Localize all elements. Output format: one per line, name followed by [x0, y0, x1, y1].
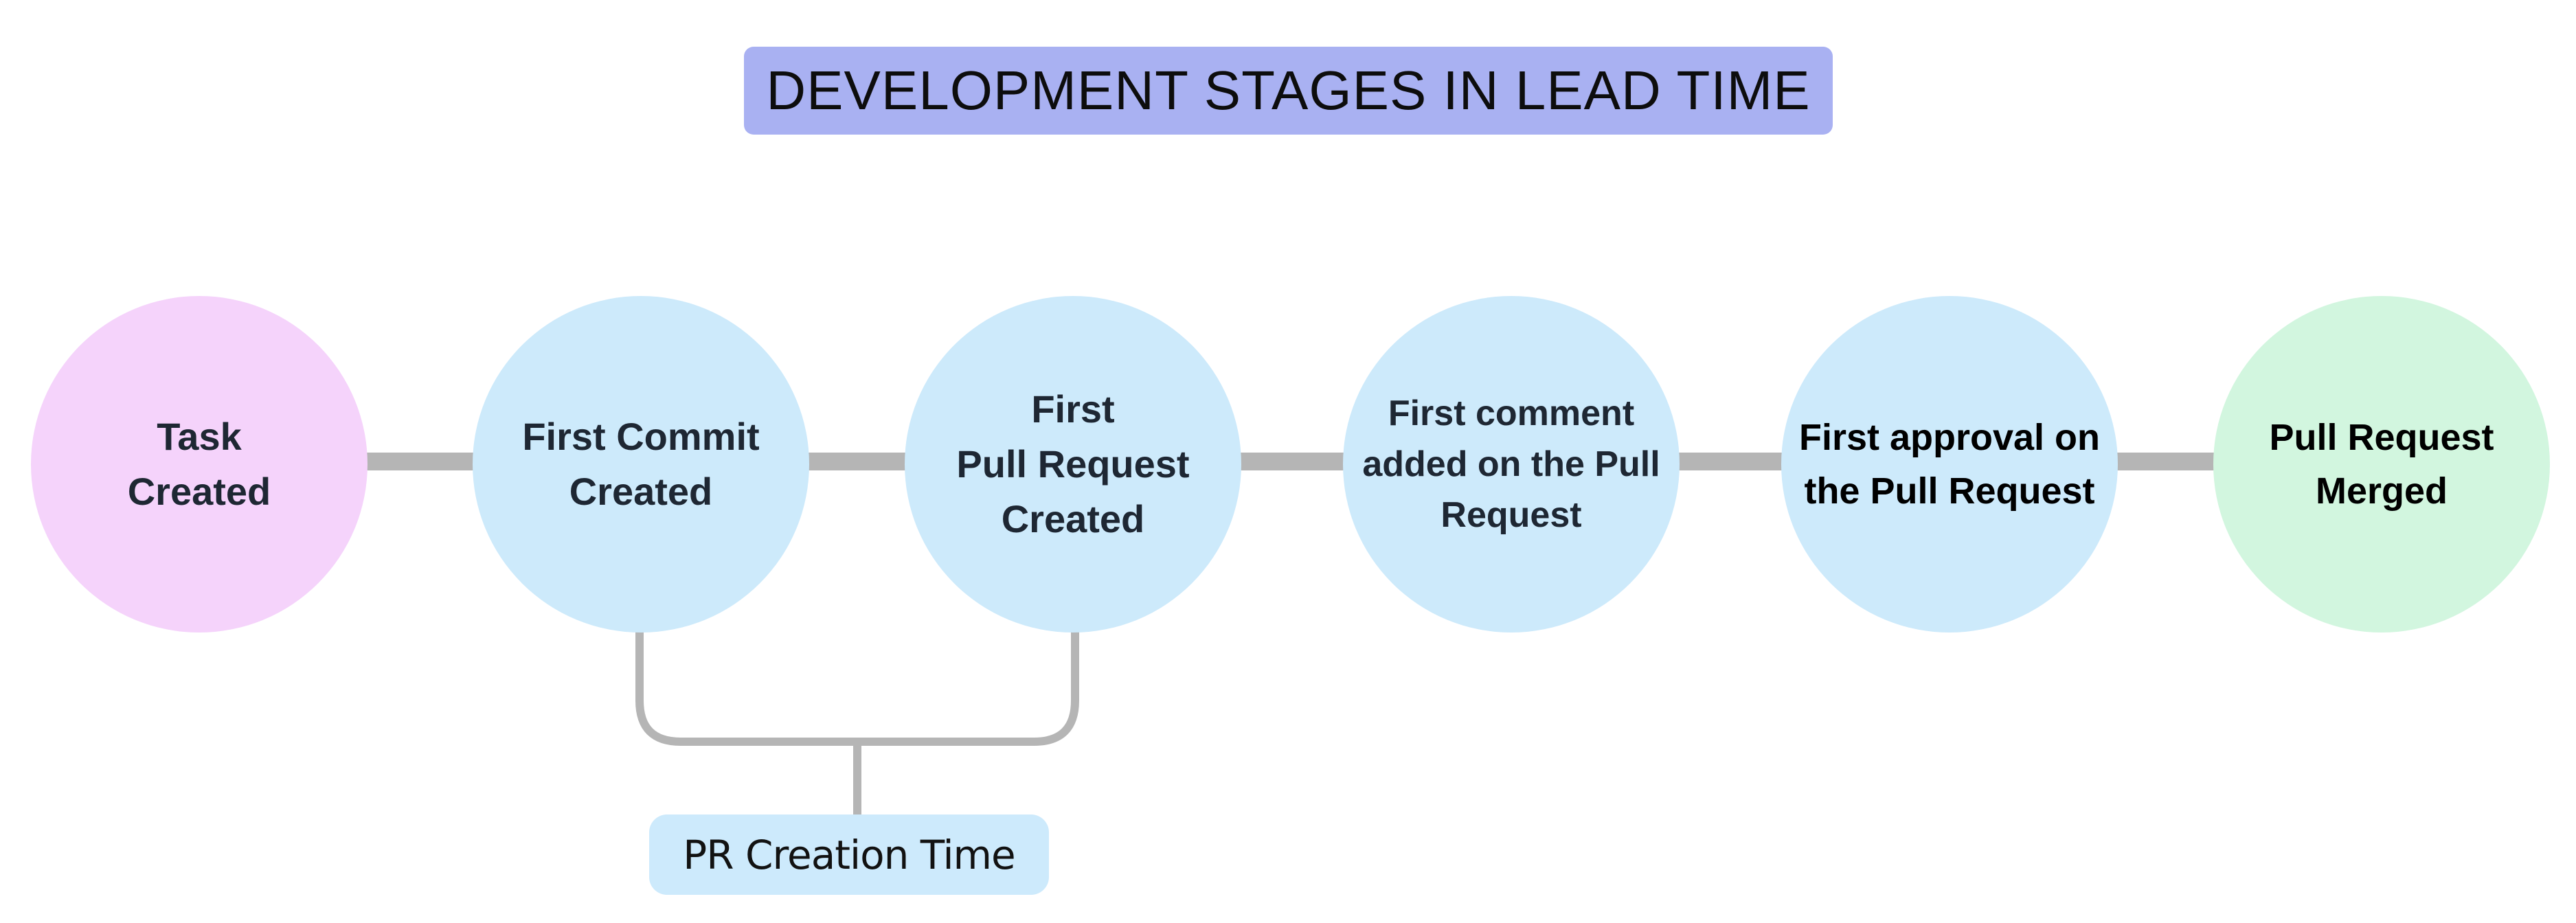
stage-circle-first-comment-added: First comment added on the Pull Request [1343, 296, 1680, 633]
page-title: DEVELOPMENT STAGES IN LEAD TIME [744, 47, 1833, 135]
page-title-text: DEVELOPMENT STAGES IN LEAD TIME [766, 60, 1811, 121]
pr-creation-time-label: PR Creation Time [649, 814, 1049, 895]
stage-circle-task-created: Task Created [31, 296, 368, 633]
stage-label: First comment added on the Pull Request [1362, 394, 1660, 535]
stage-circle-first-approval: First approval on the Pull Request [1781, 296, 2118, 633]
stage-label: Task Created [127, 415, 271, 513]
stage-circle-first-commit-created: First Commit Created [473, 296, 809, 633]
stage-label: First approval on the Pull Request [1798, 417, 2101, 512]
stage-label: Pull Request Merged [2269, 417, 2494, 512]
stage-label: First Commit Created [522, 415, 760, 513]
stage-circle-pull-request-merged: Pull Request Merged [2213, 296, 2550, 633]
bracket-curve [635, 618, 1079, 746]
stage-circle-first-pull-request-created: First Pull Request Created [905, 296, 1241, 633]
pr-creation-time-text: PR Creation Time [683, 831, 1015, 878]
stage-label: First Pull Request Created [956, 387, 1190, 540]
